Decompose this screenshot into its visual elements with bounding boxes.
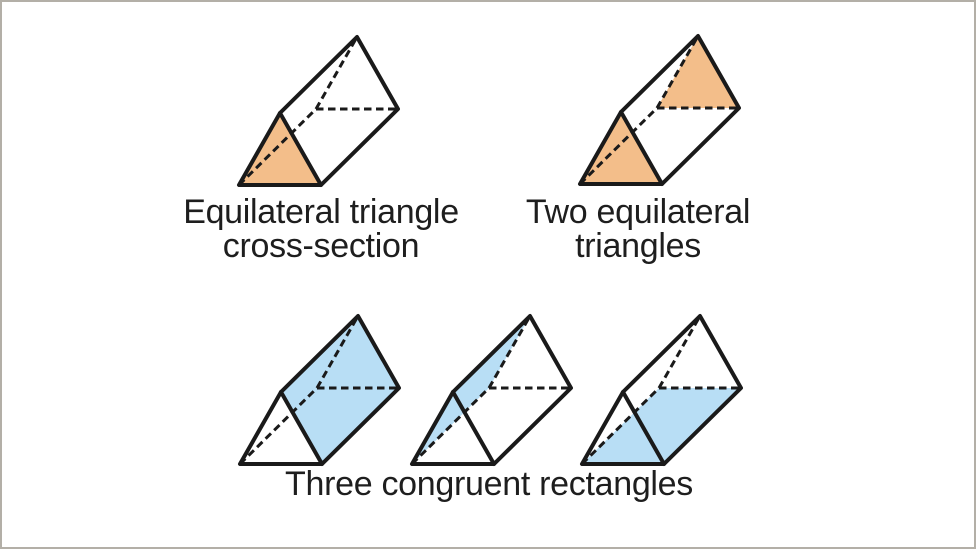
prism-left-rectangle-highlighted — [410, 314, 573, 466]
label-two-equilateral-triangles: Two equilateral triangles — [526, 195, 750, 263]
prism-outline — [580, 314, 743, 466]
prism-outline — [238, 314, 401, 466]
hidden-edge — [655, 35, 700, 109]
prism-outline — [237, 35, 400, 187]
label-three-congruent-rectangles: Three congruent rectangles — [285, 467, 693, 501]
right-rectangle-highlight — [281, 316, 399, 464]
front-edge — [619, 110, 664, 186]
front-edge — [451, 390, 496, 466]
label-text-line: Two equilateral — [525, 193, 751, 231]
prism-body — [412, 316, 571, 464]
bottom-rectangle-highlight — [582, 388, 741, 464]
hidden-edge — [657, 315, 702, 389]
front-edge — [279, 390, 324, 466]
prism-outline — [410, 314, 573, 466]
hidden-edge — [238, 386, 319, 466]
label-text-line: triangles — [575, 227, 701, 265]
hidden-edge — [315, 315, 360, 389]
label-equilateral-triangle-cross-section: Equilateral triangle cross-section — [183, 195, 459, 263]
front-triangle-highlight — [580, 112, 662, 184]
hidden-edge — [410, 386, 491, 466]
back-triangle-highlight — [657, 36, 739, 108]
prism-outline — [578, 34, 741, 186]
front-triangle-highlight — [239, 113, 321, 185]
hidden-edge — [487, 315, 532, 389]
prism-both-triangles-highlighted — [578, 34, 741, 186]
hidden-edge — [237, 107, 318, 187]
prism-right-rectangle-highlighted — [238, 314, 401, 466]
prism-bottom-rectangle-highlighted — [580, 314, 743, 466]
label-text-line: Three congruent rectangles — [284, 465, 694, 503]
hidden-edge — [580, 386, 661, 466]
hidden-edge — [578, 106, 659, 186]
prism-front-triangle-highlighted — [237, 35, 400, 187]
front-edge — [278, 111, 323, 187]
hidden-edge — [314, 36, 359, 110]
front-edge — [621, 390, 666, 466]
label-text-line: Equilateral triangle — [183, 193, 459, 231]
label-text-line: cross-section — [222, 227, 420, 265]
left-rectangle-highlight — [412, 316, 530, 464]
